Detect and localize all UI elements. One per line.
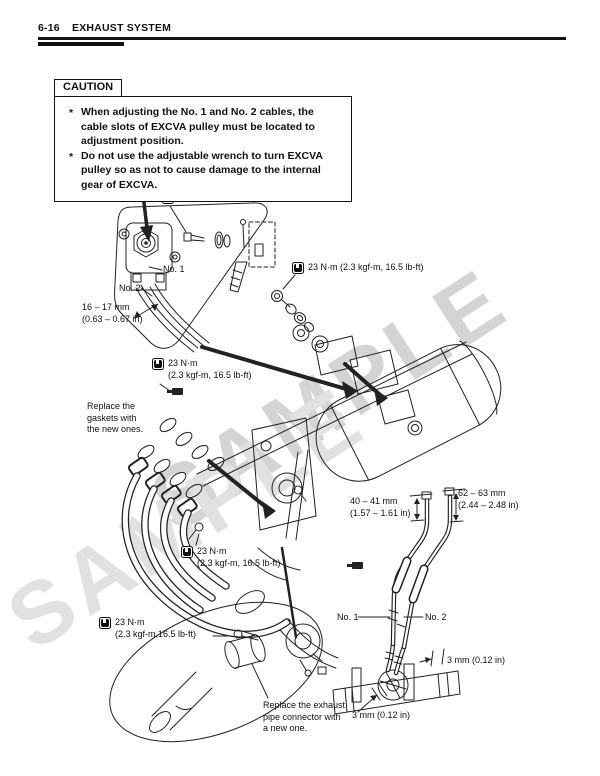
caution-box: When adjusting the No. 1 and No. 2 cable… <box>54 96 352 202</box>
torque-wrench-icon <box>181 546 193 558</box>
torque-value: 23 N·m (2.3 kgf-m,16.5 lb-ft) <box>115 617 197 639</box>
page-title: EXHAUST SYSTEM <box>72 22 172 34</box>
dimension-40-41: 40 – 41 mm (1.57 – 1.61 in) <box>350 496 411 518</box>
note-replace-gaskets: Replace the gaskets with the new ones. <box>87 401 144 434</box>
dimension-cable-slot: 16 – 17 mm (0.63 – 0.67 in) <box>82 302 143 324</box>
caution-item: Do not use the adjustable wrench to turn… <box>69 149 341 193</box>
torque-label-collector: 23 N·m (2.3 kgf-m, 16.5 lb-ft) <box>181 546 281 569</box>
cable-no2-label-bottom: No. 2 <box>425 612 447 622</box>
header-rule <box>38 37 566 40</box>
cable-no1-label-top: No. 1 <box>163 264 185 274</box>
page-number: 6-16 <box>38 22 60 34</box>
torque-label-connector-clamp: 23 N·m (2.3 kgf-m,16.5 lb-ft) <box>99 617 196 640</box>
header-rule-accent <box>38 42 124 46</box>
dimension-3mm-upper: 3 mm (0.12 in) <box>447 655 506 665</box>
torque-wrench-icon <box>99 617 111 629</box>
excva-actuator-inset <box>114 184 276 353</box>
caution-item: When adjusting the No. 1 and No. 2 cable… <box>69 105 341 149</box>
torque-label-front-mount: 23 N·m (2.3 kgf-m, 16.5 lb-ft) <box>152 358 252 381</box>
cable-no2-label-top: No. 2 <box>119 283 141 293</box>
caution-label: CAUTION <box>54 79 123 97</box>
dimension-62-63: 62 – 63 mm (2.44 – 2.48 in) <box>458 488 519 510</box>
torque-value: 23 N·m (2.3 kgf-m, 16.5 lb-ft) <box>168 358 252 380</box>
caution-list: When adjusting the No. 1 and No. 2 cable… <box>69 105 341 192</box>
dimension-3mm-lower: 3 mm (0.12 in) <box>352 710 411 720</box>
torque-wrench-icon <box>292 262 304 274</box>
torque-label-upper-mount: 23 N·m (2.3 kgf-m, 16.5 lb-ft) <box>292 262 424 274</box>
torque-wrench-icon <box>152 358 164 370</box>
torque-value: 23 N·m (2.3 kgf-m, 16.5 lb-ft) <box>308 262 424 272</box>
connector-callout <box>109 601 327 743</box>
adjuster-cables <box>357 487 466 650</box>
torque-value: 23 N·m (2.3 kgf-m, 16.5 lb-ft) <box>197 546 281 568</box>
frame-and-muffler <box>159 324 502 639</box>
muffler-mount-bolt <box>271 274 315 332</box>
note-replace-connector: Replace the exhaust pipe connector with … <box>263 700 346 733</box>
cable-no1-label-bottom: No. 1 <box>337 612 359 622</box>
midpipe-pulley <box>332 641 461 715</box>
